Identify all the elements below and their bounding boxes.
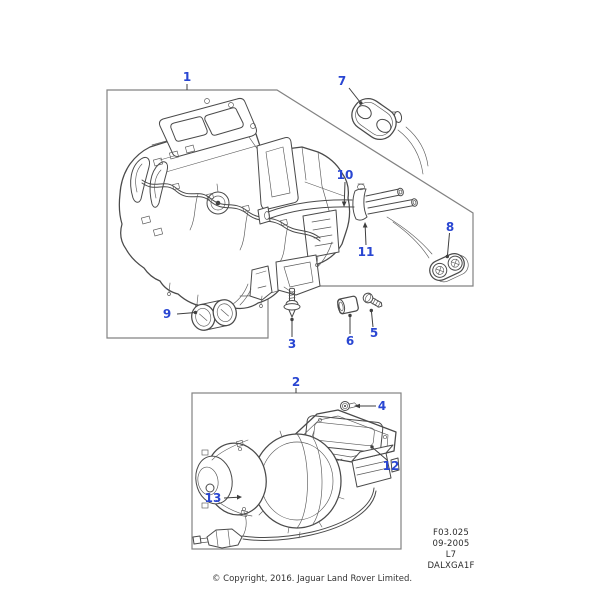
main-assembly-viewbox	[106, 89, 474, 339]
part-5-screw	[362, 292, 383, 308]
figure-number: F03.025	[432, 528, 470, 538]
motor-bolts	[201, 439, 248, 517]
figure-reference: DALXGA1F	[427, 561, 475, 571]
callout-4[interactable]: 4	[377, 399, 387, 413]
part-7-grommet	[351, 97, 403, 141]
callout-5[interactable]: 5	[369, 326, 379, 340]
callout-3[interactable]: 3	[287, 337, 297, 351]
callout-2[interactable]: 2	[291, 375, 301, 389]
callout-10[interactable]: 10	[336, 168, 354, 182]
callout-8[interactable]: 8	[445, 220, 455, 234]
callout-leaders	[176, 84, 450, 500]
callout-9[interactable]: 9	[162, 307, 172, 321]
copyright-notice: © Copyright, 2016. Jaguar Land Rover Lim…	[211, 574, 413, 584]
figure-date: 09-2005	[432, 539, 470, 549]
connector-blocks	[140, 144, 196, 237]
callout-7[interactable]: 7	[337, 74, 347, 88]
part-9-grommet	[191, 299, 237, 331]
part-3-screw	[283, 287, 301, 318]
blower-assembly-drawing	[192, 409, 400, 549]
callout-12[interactable]: 12	[382, 459, 400, 473]
callout-1[interactable]: 1	[182, 70, 192, 84]
figure-model: L7	[445, 550, 457, 560]
callout-13[interactable]: 13	[204, 491, 222, 505]
install-direction-arcs	[232, 126, 433, 306]
harness-connectors	[172, 183, 288, 226]
callout-11[interactable]: 11	[357, 245, 375, 259]
hvac-assembly-drawing	[118, 97, 351, 315]
part-6-sleeve	[337, 295, 359, 315]
callout-6[interactable]: 6	[345, 334, 355, 348]
part-8-grommet	[429, 252, 469, 283]
heater-pipes-drawing	[257, 183, 418, 225]
